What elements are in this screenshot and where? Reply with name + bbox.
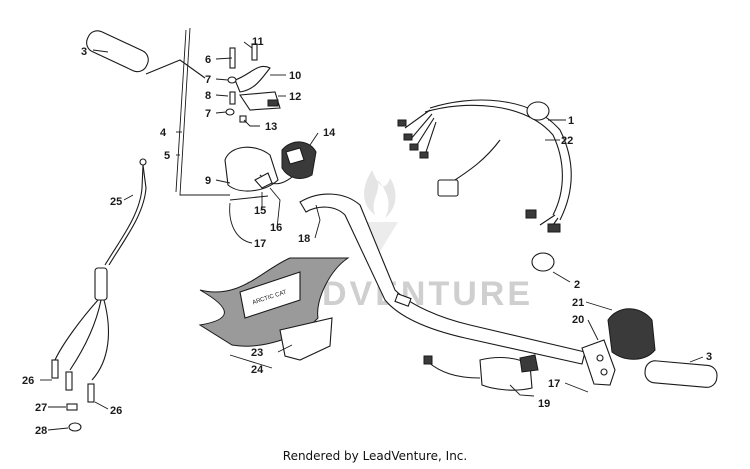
callout-27: 27: [35, 402, 47, 414]
callout-labels: 3 4 5 6 7 8 7 11 10 12 13 14 9 15 16 17 …: [22, 36, 712, 437]
callout-26-left: 26: [22, 375, 34, 387]
callout-8: 8: [205, 90, 211, 102]
callout-17-bottom: 17: [548, 378, 560, 390]
callout-13: 13: [265, 121, 277, 133]
callout-17-top: 17: [254, 238, 266, 250]
callout-9: 9: [205, 175, 211, 187]
left-grip: [86, 30, 206, 79]
callout-20: 20: [572, 314, 584, 326]
callout-4: 4: [160, 127, 167, 139]
callout-5: 5: [164, 150, 170, 162]
right-grip: [644, 360, 718, 388]
switch-19: [423, 354, 539, 391]
callout-19: 19: [538, 398, 550, 410]
clamp-2: [531, 252, 555, 272]
callout-1: 1: [568, 115, 574, 127]
render-credit: Rendered by LeadVenture, Inc.: [282, 449, 468, 463]
throttle-lever-assembly: [225, 43, 281, 123]
handlebar: [299, 193, 586, 365]
callout-15: 15: [254, 205, 266, 217]
leader-lines: [40, 41, 704, 431]
wiring-harness: [397, 99, 572, 233]
callout-3-right: 3: [706, 351, 712, 363]
callout-16: 16: [270, 222, 282, 234]
clamp-1: [526, 101, 550, 121]
callout-28: 28: [35, 425, 47, 437]
throttle-cable-assembly: [51, 158, 147, 432]
callout-12: 12: [289, 91, 301, 103]
callout-18: 18: [298, 233, 310, 245]
switch-14: [281, 141, 317, 179]
callout-7-bottom: 7: [205, 108, 211, 120]
callout-7-top: 7: [205, 74, 211, 86]
callout-21: 21: [572, 297, 584, 309]
right-switch-housing: [581, 308, 656, 386]
callout-14: 14: [323, 127, 336, 139]
throttle-housing: [224, 146, 301, 201]
callout-11: 11: [252, 36, 264, 48]
callout-6: 6: [205, 54, 211, 66]
callout-25: 25: [110, 196, 122, 208]
handlebar-parts-diagram: LEADVENTURE: [22, 27, 718, 437]
callout-10: 10: [289, 70, 301, 82]
callout-24: 24: [251, 364, 264, 376]
callout-22: 22: [561, 135, 573, 147]
callout-2: 2: [574, 279, 580, 291]
callout-3-left: 3: [81, 46, 87, 58]
handlebar-pad: ARCTIC CAT: [198, 257, 350, 361]
group-bracket: [175, 27, 230, 196]
callout-23: 23: [251, 347, 263, 359]
callout-26-right: 26: [110, 405, 122, 417]
